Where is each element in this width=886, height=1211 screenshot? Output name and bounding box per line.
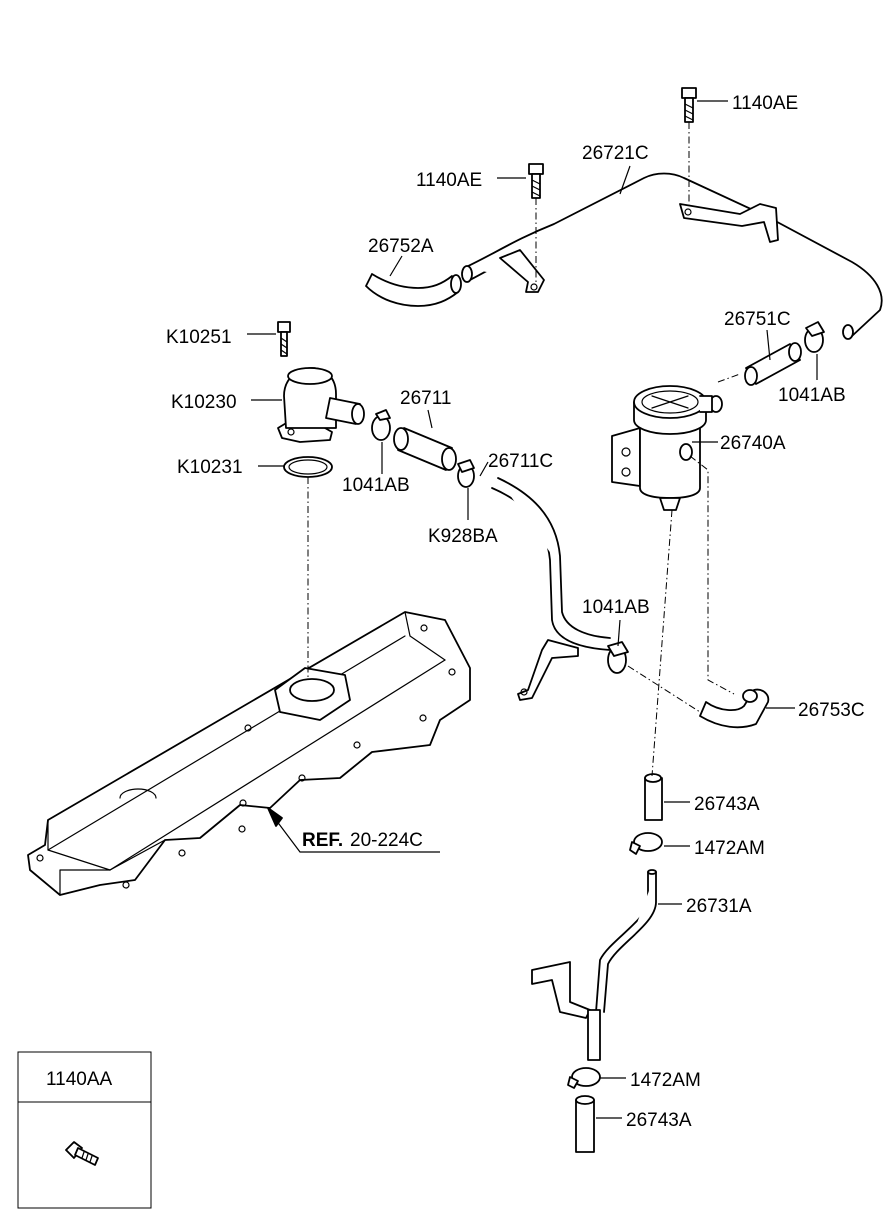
label-1041AB-right: 1041AB — [778, 385, 846, 406]
leader-lines — [247, 100, 818, 1119]
clamp-1041AB-center — [607, 641, 629, 674]
hose-26751C — [744, 342, 802, 386]
label-26743A-lower: 26743A — [626, 1110, 692, 1131]
hose-26743A-upper — [644, 773, 663, 821]
label-1140AE-top: 1140AE — [732, 93, 798, 114]
label-1472AM-lower: 1472AM — [630, 1070, 701, 1091]
drain-pipe-26731A — [531, 869, 657, 1061]
inset-title: 1140AA — [46, 1069, 113, 1090]
label-K928BA: K928BA — [428, 526, 498, 547]
reference-label[interactable]: REF. 20-224C — [302, 830, 423, 851]
label-K10230: K10230 — [171, 392, 237, 413]
label-K10231: K10231 — [177, 457, 243, 478]
label-K10251: K10251 — [166, 327, 232, 348]
pipe-26711C — [491, 477, 611, 701]
hose-26743A-lower — [575, 1095, 595, 1153]
oil-filler-neck — [277, 367, 365, 443]
label-26721C: 26721C — [582, 143, 649, 164]
label-1472AM-upper: 1472AM — [694, 838, 765, 859]
label-1041AB-left: 1041AB — [342, 475, 410, 496]
hose-26752A — [365, 273, 462, 307]
oil-separator-26740A — [611, 385, 723, 511]
clamp-1041AB-left — [371, 409, 391, 441]
bolt-k10251 — [277, 321, 291, 357]
clamp-1041AB-right — [804, 321, 825, 353]
label-1140AE-mid: 1140AE — [416, 170, 482, 191]
hose-26711 — [393, 427, 457, 471]
clamp-1472AM-upper — [629, 832, 663, 855]
clamp-1472AM-lower — [567, 1067, 601, 1089]
bolt-1140AE-mid — [528, 163, 544, 199]
label-26731A: 26731A — [686, 896, 752, 917]
hose-26753C — [699, 688, 770, 729]
bolt-1140AE-top — [681, 87, 697, 123]
part-labels: 1140AE 26721C 1140AE 26752A K10251 26751… — [166, 93, 865, 1131]
label-26743A-upper: 26743A — [694, 794, 760, 815]
assembly-lines — [307, 122, 741, 777]
rocker-cover — [27, 611, 471, 896]
o-ring-k10231 — [283, 456, 333, 478]
label-26740A: 26740A — [720, 433, 786, 454]
reference-prefix: REF. — [302, 830, 343, 851]
label-1041AB-center: 1041AB — [582, 597, 650, 618]
clamp-k928ba — [457, 459, 475, 488]
label-26753C: 26753C — [798, 700, 865, 721]
reference-code: 20-224C — [350, 830, 423, 851]
label-26711C: 26711C — [488, 451, 553, 472]
bolt-1140AA-icon — [65, 1141, 99, 1166]
label-26751C: 26751C — [724, 309, 791, 330]
label-26752A: 26752A — [368, 236, 434, 257]
breather-pipe-26721C — [461, 172, 883, 340]
inset-box-1140AA: 1140AA — [17, 1051, 152, 1209]
label-26711: 26711 — [400, 388, 451, 409]
